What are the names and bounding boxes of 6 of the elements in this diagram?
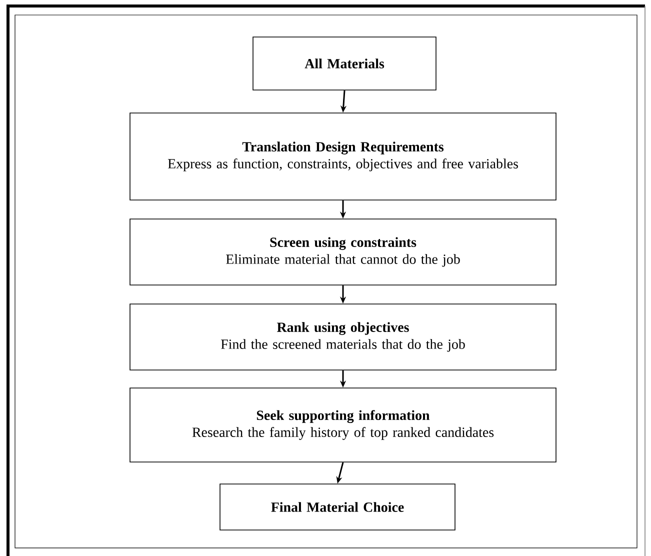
- process-box: Screen using constraints Eliminate material that cannot do the job: [130, 218, 556, 286]
- process-box: Translation Design Requirements Express as function, constraints, objectives and free variables: [130, 112, 556, 200]
- process-box: Final Material Choice: [220, 484, 456, 530]
- process-box: Seek supporting information Research the family history of top ranked candidates: [130, 388, 556, 462]
- process-box: All Materials: [252, 36, 436, 90]
- process-box: Rank using objectives Find the screened materials that do the job: [130, 304, 556, 370]
